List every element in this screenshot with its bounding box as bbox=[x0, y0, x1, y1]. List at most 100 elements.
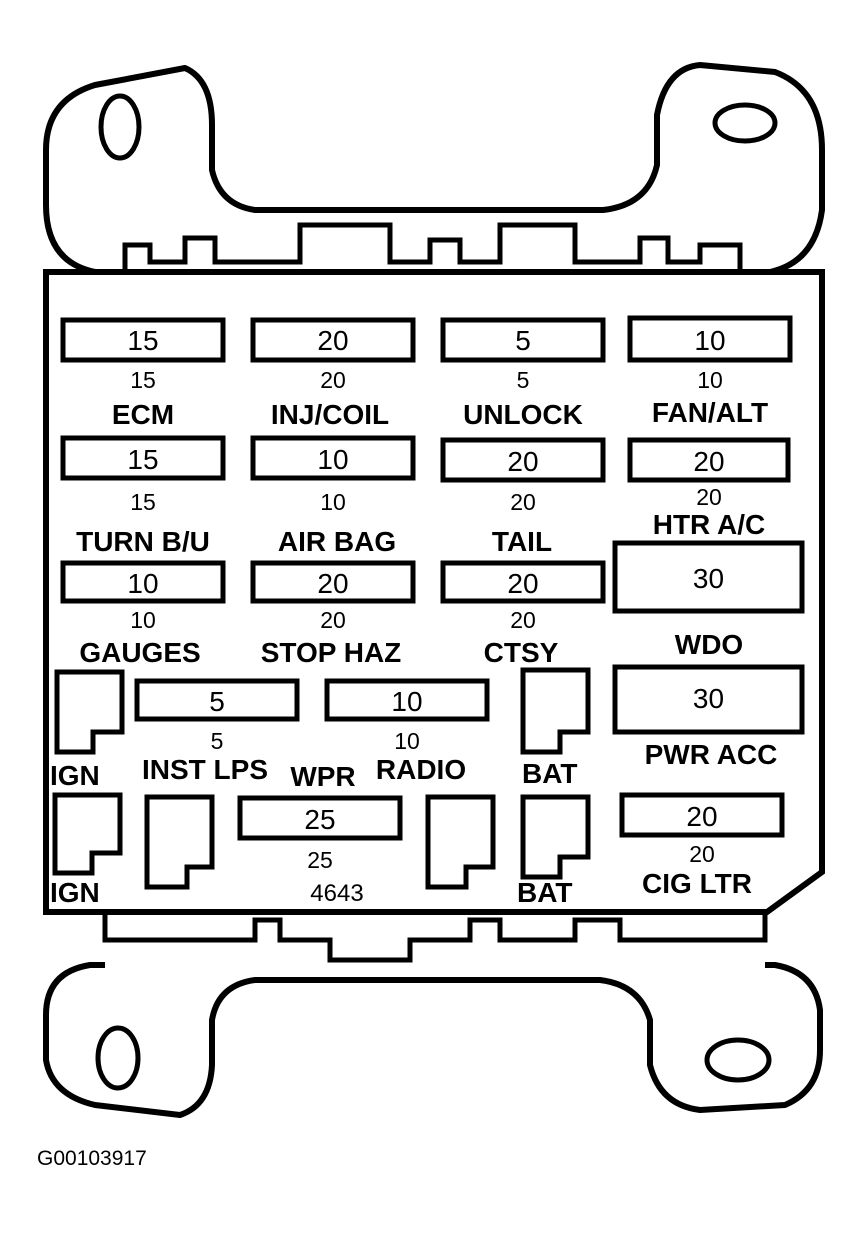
top-mounting-bracket bbox=[43, 62, 825, 275]
fuse-body bbox=[60, 560, 226, 604]
fuse-amperage: 5 bbox=[209, 686, 225, 717]
fuse-body bbox=[440, 437, 606, 483]
relay-socket bbox=[425, 794, 496, 890]
fuse-amperage-rating: 15 bbox=[130, 489, 156, 515]
relay-label: IGN bbox=[50, 877, 100, 908]
fuse-circuit-label: CTSY bbox=[484, 637, 559, 668]
fuse-body bbox=[627, 437, 791, 483]
fuse-amperage: 10 bbox=[694, 325, 725, 356]
fuse-amperage: 25 bbox=[304, 804, 335, 835]
fuse-amperage-rating: 20 bbox=[320, 367, 346, 393]
fuse-amperage: 10 bbox=[127, 568, 158, 599]
fuse-circuit-label: INJ/COIL bbox=[271, 399, 389, 430]
fuse-amperage-rating: 5 bbox=[211, 728, 224, 754]
fuse-circuit-label: RADIO bbox=[376, 754, 466, 785]
top-connector-tabs bbox=[122, 222, 743, 272]
relay-socket bbox=[54, 669, 125, 755]
fuse-amperage-rating: 15 bbox=[130, 367, 156, 393]
fuse-amperage: 30 bbox=[693, 563, 724, 594]
fuse-circuit-label: FAN/ALT bbox=[652, 397, 768, 428]
top-left-mounting-hole bbox=[98, 93, 142, 161]
relay-socket bbox=[520, 794, 591, 880]
fuse-amperage-rating: 10 bbox=[320, 489, 346, 515]
fuse-circuit-label: HTR A/C bbox=[653, 509, 766, 540]
fuse-amperage-rating: 10 bbox=[394, 728, 420, 754]
relay-label: BAT bbox=[517, 877, 572, 908]
fuse-amperage: 20 bbox=[507, 568, 538, 599]
fuse-circuit-label: WDO bbox=[675, 629, 743, 660]
fuse-body bbox=[60, 317, 226, 363]
fuse-amperage-rating: 5 bbox=[517, 367, 530, 393]
fuse-amperage: 20 bbox=[693, 446, 724, 477]
fuse-circuit-label: WPR bbox=[290, 761, 355, 792]
fuse-body bbox=[250, 560, 416, 604]
fuse-amperage: 15 bbox=[127, 325, 158, 356]
fuse-body bbox=[619, 792, 785, 838]
fuse-circuit-label: CIG LTR bbox=[642, 868, 752, 899]
fuse-amperage: 10 bbox=[317, 444, 348, 475]
fuse-amperage: 20 bbox=[507, 446, 538, 477]
fuse-panel-outline bbox=[43, 269, 825, 915]
fuse-circuit-label: TURN B/U bbox=[76, 526, 210, 557]
fuse-circuit-label: ECM bbox=[112, 399, 174, 430]
fuse-body bbox=[60, 435, 226, 481]
bottom-right-mounting-hole bbox=[704, 1037, 772, 1083]
top-right-mounting-hole bbox=[712, 102, 778, 144]
relay-socket bbox=[52, 792, 123, 876]
fuse-circuit-label: STOP HAZ bbox=[261, 637, 402, 668]
fuse-amperage-rating: 20 bbox=[696, 484, 722, 510]
fuse-amperage: 20 bbox=[317, 325, 348, 356]
fuse-body bbox=[237, 795, 403, 841]
fuse-body bbox=[134, 678, 300, 722]
fuse-circuit-label: AIR BAG bbox=[278, 526, 396, 557]
bottom-left-mounting-hole bbox=[95, 1025, 141, 1091]
fuse-circuit-label: GAUGES bbox=[79, 637, 200, 668]
fuse-amperage-rating: 20 bbox=[510, 489, 536, 515]
fuse-amperage: 30 bbox=[693, 683, 724, 714]
fuse-circuit-label: PWR ACC bbox=[645, 739, 778, 770]
fuse-body bbox=[612, 540, 805, 614]
fuse-amperage-rating: 10 bbox=[697, 367, 723, 393]
fuse-amperage: 15 bbox=[127, 444, 158, 475]
figure-id: G00103917 bbox=[37, 1147, 147, 1170]
bottom-connector-tabs bbox=[102, 912, 768, 963]
fuse-amperage: 5 bbox=[515, 325, 531, 356]
fuse-body bbox=[250, 435, 416, 481]
relay-socket bbox=[520, 667, 591, 755]
fuse-body bbox=[627, 315, 793, 363]
fuse-body bbox=[324, 678, 490, 722]
fuses: 1515ECM2020INJ/COIL55UNLOCK1010FAN/ALT15… bbox=[60, 315, 805, 899]
fuse-body bbox=[250, 317, 416, 363]
fuse: 25 25 WPR bbox=[237, 761, 403, 873]
fuse-body bbox=[612, 664, 805, 735]
relay-socket bbox=[144, 794, 215, 890]
fuse-amperage: 20 bbox=[686, 801, 717, 832]
fuse-amperage-rating: 10 bbox=[130, 607, 156, 633]
fuse-circuit-label: TAIL bbox=[492, 526, 552, 557]
fuse-body bbox=[440, 560, 606, 604]
bottom-mounting-bracket bbox=[43, 962, 823, 1118]
fuse-amperage-rating: 20 bbox=[510, 607, 536, 633]
fuse-amperage-rating: 25 bbox=[307, 847, 333, 873]
fuse-circuit-label: UNLOCK bbox=[463, 399, 583, 430]
fuse-circuit-label: INST LPS bbox=[142, 754, 268, 785]
relay-label: IGN bbox=[50, 760, 100, 791]
fuse-amperage-rating: 20 bbox=[689, 841, 715, 867]
fuse-amperage: 10 bbox=[391, 686, 422, 717]
